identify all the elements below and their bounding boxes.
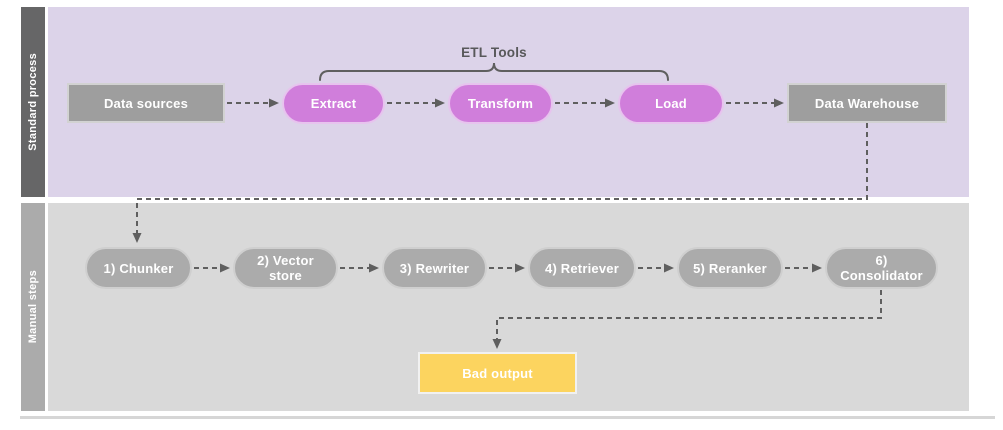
- bottom-divider-line: [20, 416, 995, 419]
- node-retriever-label: 4) Retriever: [545, 260, 619, 276]
- node-rewriter: 3) Rewriter: [382, 247, 487, 289]
- node-retriever: 4) Retriever: [528, 247, 636, 289]
- node-load: Load: [618, 83, 724, 124]
- node-bad-output: Bad output: [418, 352, 577, 394]
- node-transform-label: Transform: [467, 96, 534, 111]
- lane-standard-process-bar: Standard process: [21, 7, 45, 197]
- node-rewriter-label: 3) Rewriter: [399, 260, 470, 276]
- node-bad-output-label: Bad output: [462, 365, 533, 381]
- lane-manual-steps-bar: Manual steps: [21, 203, 45, 411]
- node-vector-store: 2) Vector store: [233, 247, 338, 289]
- node-consolidator-label-line1: 6): [875, 253, 888, 268]
- node-reranker: 5) Reranker: [677, 247, 783, 289]
- node-extract: Extract: [282, 83, 385, 124]
- etl-tools-group-label: ETL Tools: [461, 45, 527, 60]
- node-data-warehouse: Data Warehouse: [787, 83, 947, 123]
- node-data-warehouse-label: Data Warehouse: [814, 95, 920, 111]
- lane-manual-steps-label: Manual steps: [27, 270, 39, 344]
- node-consolidator-label-line2: Consolidator: [840, 268, 923, 283]
- node-data-sources: Data sources: [67, 83, 225, 123]
- node-data-sources-label: Data sources: [103, 95, 189, 111]
- node-vector-store-label-line1: 2) Vector: [257, 253, 314, 268]
- node-load-label: Load: [655, 96, 687, 111]
- node-vector-store-label-line2: store: [269, 268, 302, 283]
- node-chunker-label: 1) Chunker: [103, 260, 174, 276]
- node-transform: Transform: [448, 83, 553, 124]
- node-reranker-label: 5) Reranker: [693, 260, 767, 276]
- lane-standard-process-label: Standard process: [27, 53, 39, 151]
- node-chunker: 1) Chunker: [85, 247, 192, 289]
- node-consolidator: 6) Consolidator: [825, 247, 938, 289]
- node-extract-label: Extract: [310, 96, 357, 111]
